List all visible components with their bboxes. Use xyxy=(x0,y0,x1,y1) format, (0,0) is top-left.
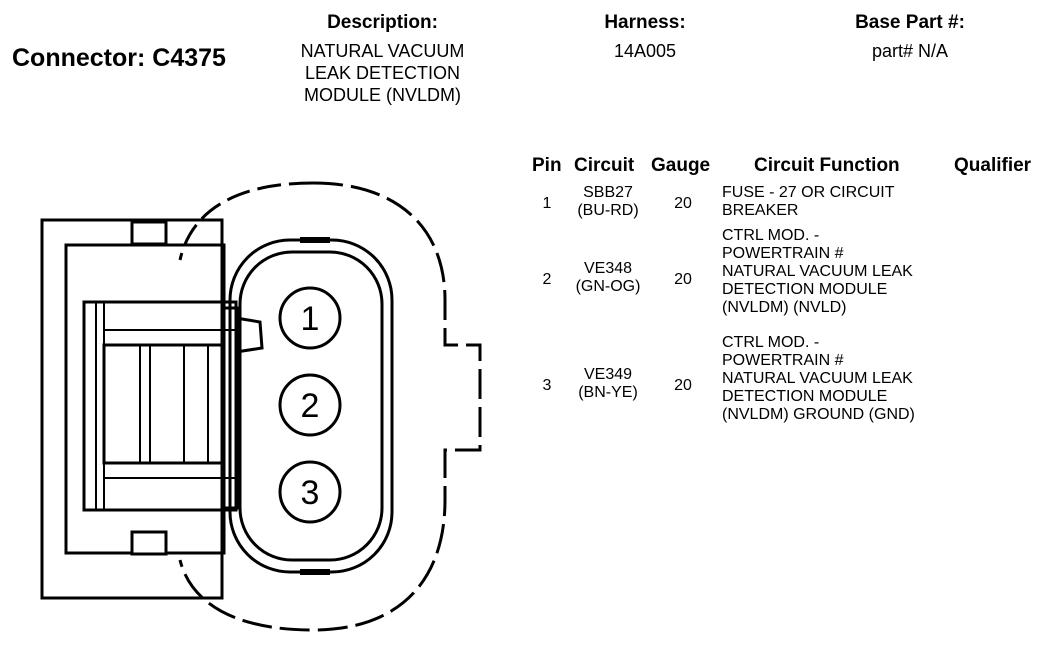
row-3-function: CTRL MOD. - POWERTRAIN # NATURAL VACUUM … xyxy=(722,334,962,424)
column-header-qualifier: Qualifier xyxy=(954,155,1032,176)
function-line: (NVLDM) (NVLD) xyxy=(722,299,847,316)
base-part-label: Base Part #: xyxy=(855,12,965,33)
pin-3-label: 3 xyxy=(301,474,320,512)
description-line: LEAK DETECTION xyxy=(304,63,461,83)
function-line: DETECTION MODULE xyxy=(722,281,888,298)
latch-lever xyxy=(102,343,226,465)
description-line: NATURAL VACUUM xyxy=(300,41,465,61)
description-value: NATURAL VACUUM LEAK DETECTION MODULE (NV… xyxy=(280,40,485,106)
pin-1-label: 1 xyxy=(301,300,320,338)
circuit-color: (BU-RD) xyxy=(577,202,639,219)
function-line: CTRL MOD. - xyxy=(722,334,820,351)
row-2-circuit: VE348 (GN-OG) xyxy=(566,260,650,296)
function-line: NATURAL VACUUM LEAK xyxy=(722,263,913,280)
function-line: FUSE - 27 OR CIRCUIT xyxy=(722,184,895,201)
row-2-gauge: 20 xyxy=(674,271,692,288)
latch-tab-bottom xyxy=(130,530,168,556)
housing-outline xyxy=(178,181,482,632)
latch-nub xyxy=(235,316,264,354)
column-header-pin: Pin xyxy=(532,155,562,176)
pin-1-circle xyxy=(278,286,342,350)
row-1-function: FUSE - 27 OR CIRCUIT BREAKER xyxy=(722,184,962,220)
pin-3-circle xyxy=(278,460,342,524)
function-line: DETECTION MODULE xyxy=(722,388,888,405)
harness-value: 14A005 xyxy=(613,41,677,61)
column-header-gauge: Gauge xyxy=(651,155,711,176)
pin-2-circle xyxy=(278,373,342,437)
function-line: (NVLDM) GROUND (GND) xyxy=(722,406,915,423)
function-line: BREAKER xyxy=(722,202,799,219)
pin-2-label: 2 xyxy=(301,387,320,425)
latch-tab-top xyxy=(130,220,168,246)
column-header-circuit-function: Circuit Function xyxy=(754,155,900,176)
circuit-id: VE348 xyxy=(583,260,633,277)
circuit-color: (BN-YE) xyxy=(578,384,638,401)
function-line: CTRL MOD. - xyxy=(722,227,820,244)
pin-cavity-inner xyxy=(238,250,384,562)
row-1-gauge: 20 xyxy=(674,195,692,212)
description-label: Description: xyxy=(327,12,438,33)
function-line: POWERTRAIN # xyxy=(722,245,844,262)
latch-inner-frame xyxy=(64,243,226,555)
row-2-pin: 2 xyxy=(542,271,552,288)
column-header-circuit: Circuit xyxy=(574,155,635,176)
description-line: MODULE (NVLDM) xyxy=(303,85,461,105)
row-3-circuit: VE349 (BN-YE) xyxy=(566,366,650,402)
row-2-function: CTRL MOD. - POWERTRAIN # NATURAL VACUUM … xyxy=(722,227,962,317)
function-line: POWERTRAIN # xyxy=(722,352,844,369)
row-3-gauge: 20 xyxy=(674,377,692,394)
circuit-id: SBB27 xyxy=(583,184,633,201)
row-1-pin: 1 xyxy=(542,195,552,212)
latch-outer-frame xyxy=(40,218,224,600)
connector-title: Connector: C4375 xyxy=(12,44,226,72)
latch-body xyxy=(82,300,238,512)
row-3-pin: 3 xyxy=(542,377,552,394)
harness-label: Harness: xyxy=(604,12,686,33)
base-part-value: part# N/A xyxy=(871,41,949,61)
function-line: NATURAL VACUUM LEAK xyxy=(722,370,913,387)
circuit-id: VE349 xyxy=(583,366,633,383)
circuit-color: (GN-OG) xyxy=(575,278,641,295)
row-1-circuit: SBB27 (BU-RD) xyxy=(566,184,650,220)
